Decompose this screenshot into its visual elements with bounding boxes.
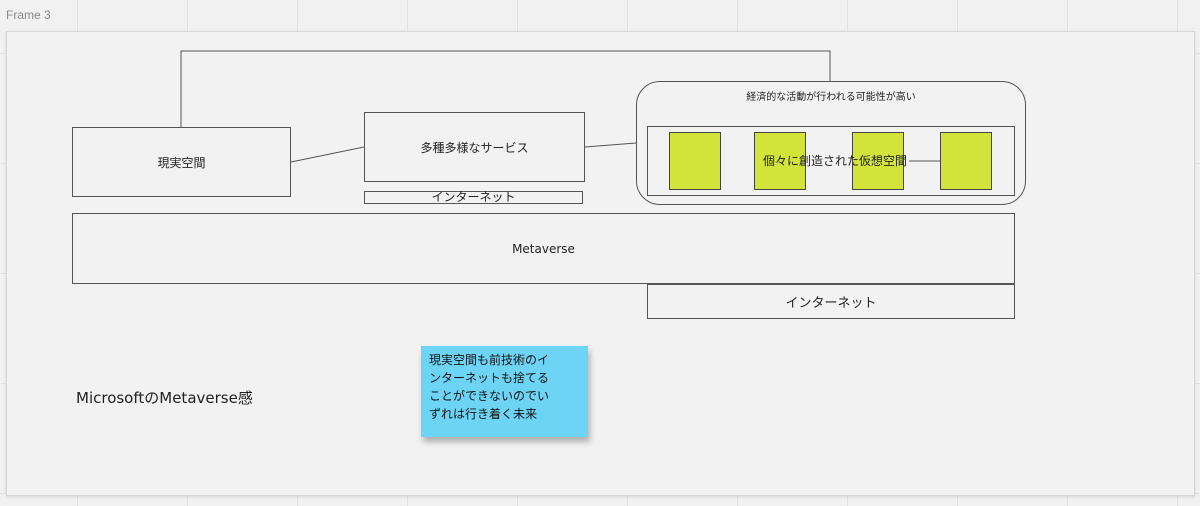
internet-bottom-box[interactable]: インターネット [647, 284, 1015, 319]
virtual-space-square-2[interactable] [754, 132, 806, 190]
internet-top-label: インターネット [431, 190, 516, 204]
frame-label[interactable]: Frame 3 [6, 8, 51, 22]
sticky-note[interactable]: 現実空間も前技術のイ ンターネットも捨てる ことができないのでい ずれは行き着く… [421, 346, 588, 437]
internet-bottom-label: インターネット [785, 296, 877, 311]
services-box[interactable]: 多種多様なサービス [364, 112, 585, 182]
sticky-note-line: ンターネットも捨てる [429, 371, 550, 385]
virtual-space-square-3[interactable] [852, 132, 904, 190]
services-label: 多種多様なサービス [420, 140, 529, 155]
metaverse-label: Metaverse [512, 241, 575, 256]
group-title: 経済的な活動が行われる可能性が高い [746, 92, 916, 103]
economic-activity-group[interactable] [636, 81, 1026, 205]
sticky-note-line: 現実空間も前技術のイ [429, 353, 550, 367]
virtual-space-square-4[interactable] [940, 132, 992, 190]
virtual-spaces-label: 個々に創造された仮想空間 [762, 154, 907, 168]
metaverse-box[interactable]: Metaverse [72, 213, 1015, 284]
real-space-box[interactable]: 現実空間 [72, 127, 291, 197]
sticky-note-line: ずれは行き着く未来 [429, 407, 538, 421]
caption-text[interactable]: MicrosoftのMetaverse感 [76, 389, 253, 407]
sticky-note-line: ことができないのでい [429, 389, 550, 403]
internet-top-box[interactable]: インターネット [364, 191, 583, 204]
real-space-label: 現実空間 [157, 155, 206, 170]
virtual-spaces-container[interactable] [647, 126, 1015, 196]
virtual-space-square-1[interactable] [669, 132, 721, 190]
